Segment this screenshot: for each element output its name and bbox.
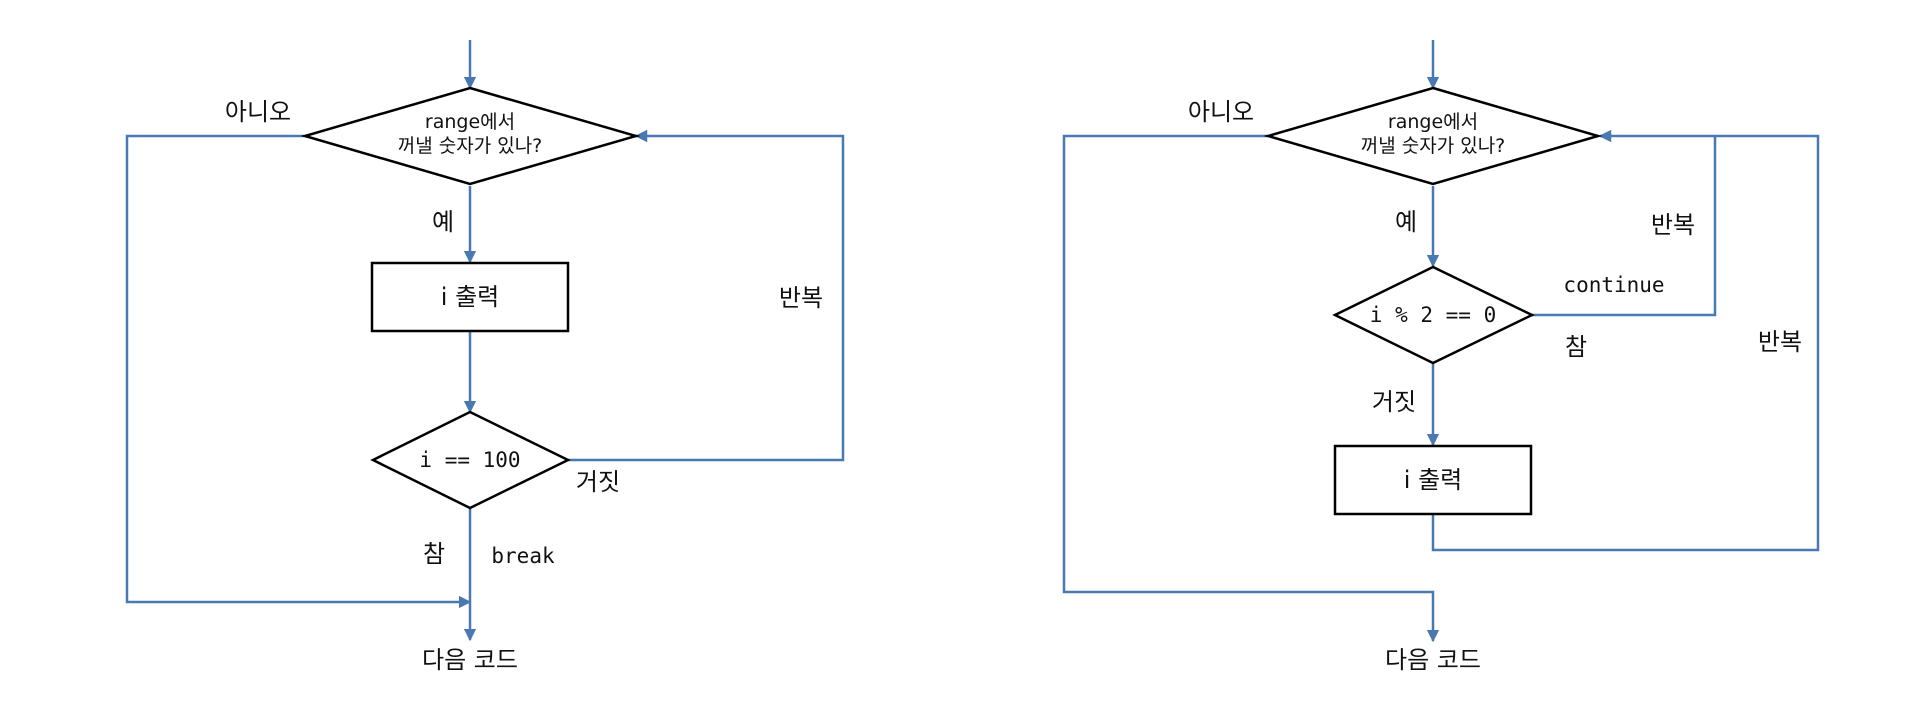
left-repeat-loop-line	[568, 129, 845, 462]
right-repeat-outer-label: 반복	[1758, 328, 1802, 356]
right-false-label: 거짓	[1372, 388, 1416, 416]
right-continue-loop-line	[1532, 136, 1717, 317]
left-check-100-diamond	[370, 410, 571, 510]
left-next-code-label: 다음 코드	[422, 646, 518, 674]
left-print-process-box	[370, 261, 570, 333]
right-flowchart: range에서 꺼낼 숫자가 있나? 아니오 예 i % 2 == 0 cont…	[1062, 40, 1820, 674]
right-repeat-inner-label: 반복	[1651, 211, 1695, 239]
left-yes-label: 예	[432, 208, 454, 236]
right-range-condition-diamond	[1263, 86, 1603, 186]
right-condition-text-line2: 꺼낼 숫자가 있나?	[1361, 135, 1506, 157]
right-print-process-box	[1333, 444, 1533, 516]
right-no-label: 아니오	[1188, 98, 1254, 126]
left-range-condition-diamond	[300, 86, 641, 186]
right-repeat-loop-line	[1431, 129, 1820, 552]
left-check-text: i == 100	[419, 448, 520, 472]
left-repeat-label: 반복	[779, 284, 823, 312]
left-flowchart: range에서 꺼낼 숫자가 있나? 아니오 예 i 출력 i == 100 거…	[125, 40, 845, 674]
left-true-label: 참	[423, 540, 445, 568]
left-false-label: 거짓	[576, 468, 620, 496]
right-check-even-diamond	[1332, 265, 1535, 365]
left-condition-text-line1: range에서	[425, 111, 515, 133]
right-continue-label: continue	[1563, 273, 1664, 297]
left-condition-text-line2: 꺼낼 숫자가 있나?	[398, 135, 543, 157]
right-condition-text-line1: range에서	[1388, 111, 1478, 133]
right-next-code-label: 다음 코드	[1385, 646, 1481, 674]
left-no-label: 아니오	[225, 98, 291, 126]
right-check-text: i % 2 == 0	[1370, 303, 1496, 327]
right-process-text: i 출력	[1404, 466, 1462, 494]
right-yes-label: 예	[1395, 208, 1417, 236]
left-break-label: break	[491, 544, 555, 568]
left-no-exit-line	[125, 134, 472, 609]
right-true-label: 참	[1565, 333, 1587, 361]
left-process-text: i 출력	[441, 283, 499, 311]
right-no-exit-line	[1062, 134, 1440, 643]
